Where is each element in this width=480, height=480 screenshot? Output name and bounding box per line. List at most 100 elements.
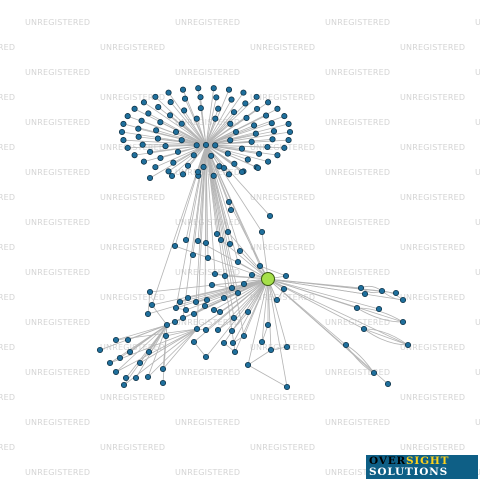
network-node[interactable] — [226, 240, 234, 248]
network-node[interactable] — [136, 359, 144, 367]
network-node[interactable] — [283, 343, 291, 351]
network-node[interactable] — [240, 332, 248, 340]
network-node[interactable] — [124, 336, 132, 344]
network-node[interactable] — [228, 327, 236, 335]
network-node[interactable] — [229, 339, 237, 347]
network-node[interactable] — [193, 325, 201, 333]
network-node[interactable] — [168, 172, 176, 180]
network-node[interactable] — [404, 341, 412, 349]
network-node[interactable] — [283, 383, 291, 391]
network-node[interactable] — [182, 236, 190, 244]
network-node[interactable] — [96, 346, 104, 354]
network-node[interactable] — [252, 130, 259, 137]
network-node[interactable] — [190, 338, 198, 346]
network-node[interactable] — [146, 174, 154, 182]
network-node[interactable] — [227, 137, 234, 144]
network-node[interactable] — [126, 348, 134, 356]
network-node[interactable] — [179, 314, 187, 322]
network-node[interactable] — [157, 119, 164, 126]
network-node[interactable] — [154, 135, 161, 142]
network-node[interactable] — [265, 99, 272, 106]
network-node[interactable] — [170, 159, 177, 166]
network-node[interactable] — [140, 99, 147, 106]
network-node[interactable] — [236, 247, 244, 255]
network-node[interactable] — [139, 141, 146, 148]
network-node[interactable] — [192, 298, 200, 306]
network-node[interactable] — [392, 289, 400, 297]
network-node[interactable] — [375, 305, 383, 313]
network-node[interactable] — [120, 137, 127, 144]
network-node[interactable] — [220, 164, 228, 172]
network-node[interactable] — [146, 288, 154, 296]
network-node[interactable] — [171, 318, 179, 326]
network-node[interactable] — [266, 212, 274, 220]
network-node[interactable] — [210, 172, 217, 179]
network-node[interactable] — [152, 93, 159, 100]
network-node[interactable] — [269, 136, 276, 143]
network-node[interactable] — [210, 306, 218, 314]
network-node[interactable] — [124, 144, 131, 151]
network-node[interactable] — [122, 374, 130, 382]
network-node[interactable] — [251, 122, 258, 129]
network-node[interactable] — [155, 104, 162, 111]
network-node[interactable] — [227, 120, 234, 127]
network-node[interactable] — [132, 374, 140, 382]
network-node[interactable] — [224, 150, 231, 157]
network-node[interactable] — [135, 133, 142, 140]
network-node[interactable] — [265, 158, 272, 165]
network-node[interactable] — [274, 152, 281, 159]
network-node[interactable] — [147, 148, 154, 155]
network-node[interactable] — [145, 110, 152, 117]
network-node[interactable] — [256, 150, 263, 157]
network-node[interactable] — [106, 359, 114, 367]
network-node[interactable] — [230, 109, 238, 116]
network-node[interactable] — [194, 237, 202, 245]
network-node[interactable] — [140, 158, 147, 165]
network-node[interactable] — [238, 145, 245, 152]
network-node[interactable] — [181, 95, 189, 102]
network-node[interactable] — [194, 168, 202, 176]
network-node[interactable] — [286, 128, 294, 136]
network-node[interactable] — [264, 321, 272, 329]
network-node[interactable] — [202, 326, 210, 334]
network-node[interactable] — [399, 318, 407, 326]
network-node[interactable] — [399, 296, 407, 304]
network-node[interactable] — [361, 290, 369, 298]
network-node[interactable] — [254, 164, 262, 172]
network-node[interactable] — [163, 321, 171, 329]
network-node[interactable] — [165, 89, 172, 96]
network-node[interactable] — [172, 128, 180, 136]
network-node[interactable] — [190, 152, 197, 159]
network-node[interactable] — [240, 89, 247, 96]
network-node[interactable] — [178, 120, 185, 127]
network-node[interactable] — [167, 112, 174, 119]
network-node[interactable] — [353, 304, 361, 312]
network-node[interactable] — [178, 137, 185, 144]
network-node[interactable] — [244, 156, 251, 163]
network-node[interactable] — [357, 284, 365, 292]
network-node[interactable] — [138, 117, 145, 124]
network-node[interactable] — [208, 152, 215, 159]
network-node[interactable] — [153, 127, 160, 134]
network-node[interactable] — [231, 160, 238, 167]
network-node[interactable] — [208, 281, 216, 289]
network-node[interactable] — [118, 128, 126, 136]
network-node[interactable] — [264, 143, 271, 151]
network-node[interactable] — [244, 308, 252, 316]
network-node[interactable] — [203, 296, 211, 304]
network-node[interactable] — [273, 296, 281, 304]
network-node[interactable] — [184, 162, 192, 169]
network-node[interactable] — [225, 198, 233, 206]
network-node[interactable] — [221, 272, 229, 280]
network-node[interactable] — [224, 228, 232, 236]
network-node[interactable] — [202, 141, 210, 149]
network-node[interactable] — [285, 137, 292, 144]
network-node[interactable] — [162, 143, 169, 150]
network-node[interactable] — [384, 380, 392, 388]
network-node[interactable] — [267, 346, 275, 354]
network-node[interactable] — [228, 96, 235, 103]
network-node[interactable] — [248, 271, 256, 279]
network-node[interactable] — [232, 128, 240, 136]
network-node[interactable] — [131, 105, 138, 112]
network-node[interactable] — [181, 107, 188, 114]
